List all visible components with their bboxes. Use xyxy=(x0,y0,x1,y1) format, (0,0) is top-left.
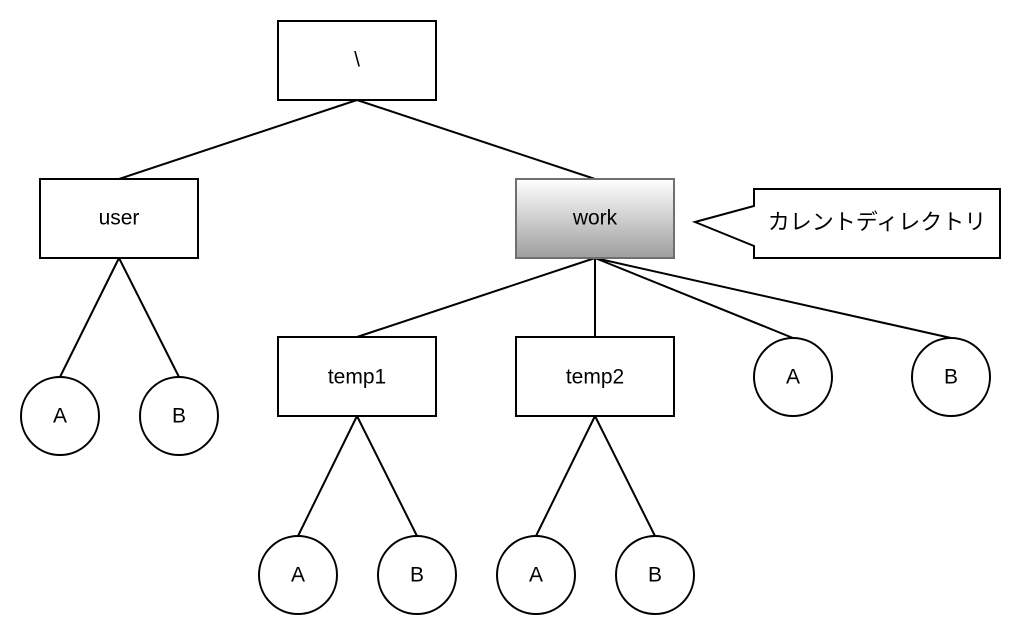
work-b-label: B xyxy=(944,366,958,389)
user-a-label: A xyxy=(53,405,67,428)
callout-shape xyxy=(691,188,1001,259)
temp2-a-label: A xyxy=(529,564,543,587)
user-b-circle xyxy=(139,376,219,456)
node-user: user xyxy=(39,178,199,259)
current-directory-callout: カレントディレクトリ xyxy=(691,188,1001,259)
node-work-b: B xyxy=(911,337,991,417)
node-temp2-b: B xyxy=(615,535,695,615)
node-temp1-a: A xyxy=(258,535,338,615)
temp2-box xyxy=(515,336,675,417)
edge-work-to-work_a xyxy=(594,257,794,339)
node-temp1-b: B xyxy=(377,535,457,615)
node-temp2-a: A xyxy=(496,535,576,615)
callout-label: カレントディレクトリ xyxy=(768,211,986,236)
temp2-b-label: B xyxy=(648,564,662,587)
temp1-label: temp1 xyxy=(328,366,386,389)
temp1-box xyxy=(277,336,437,417)
node-temp1: temp1 xyxy=(277,336,437,417)
work-label: work xyxy=(572,207,618,230)
node-temp2: temp2 xyxy=(515,336,675,417)
edge-root-to-work xyxy=(356,99,596,180)
edge-root-to-user xyxy=(118,99,358,180)
work-a-circle xyxy=(753,337,833,417)
edge-work-to-work_b xyxy=(594,257,952,339)
edge-temp1-to-temp1_a xyxy=(297,415,358,537)
work-box xyxy=(515,178,675,259)
user-a-circle xyxy=(20,376,100,456)
temp1-b-label: B xyxy=(410,564,424,587)
edges-group xyxy=(59,99,952,537)
edge-temp2-to-temp2_a xyxy=(535,415,596,537)
edge-work-to-temp1 xyxy=(356,257,596,338)
temp1-a-circle xyxy=(258,535,338,615)
temp2-a-circle xyxy=(496,535,576,615)
node-work-a: A xyxy=(753,337,833,417)
user-box xyxy=(39,178,199,259)
edge-temp1-to-temp1_b xyxy=(356,415,418,537)
root-box xyxy=(277,20,437,101)
node-user-b: B xyxy=(139,376,219,456)
temp1-b-circle xyxy=(377,535,457,615)
temp1-a-label: A xyxy=(291,564,305,587)
edge-temp2-to-temp2_b xyxy=(594,415,656,537)
temp2-b-circle xyxy=(615,535,695,615)
node-root: \ xyxy=(277,20,437,101)
work-b-circle xyxy=(911,337,991,417)
user-label: user xyxy=(99,207,140,230)
edge-user-to-user_a xyxy=(59,257,120,378)
work-a-label: A xyxy=(786,366,800,389)
edge-user-to-user_b xyxy=(118,257,180,378)
node-work: work xyxy=(515,178,675,259)
root-label: \ xyxy=(354,49,360,72)
node-user-a: A xyxy=(20,376,100,456)
user-b-label: B xyxy=(172,405,186,428)
temp2-label: temp2 xyxy=(566,366,624,389)
